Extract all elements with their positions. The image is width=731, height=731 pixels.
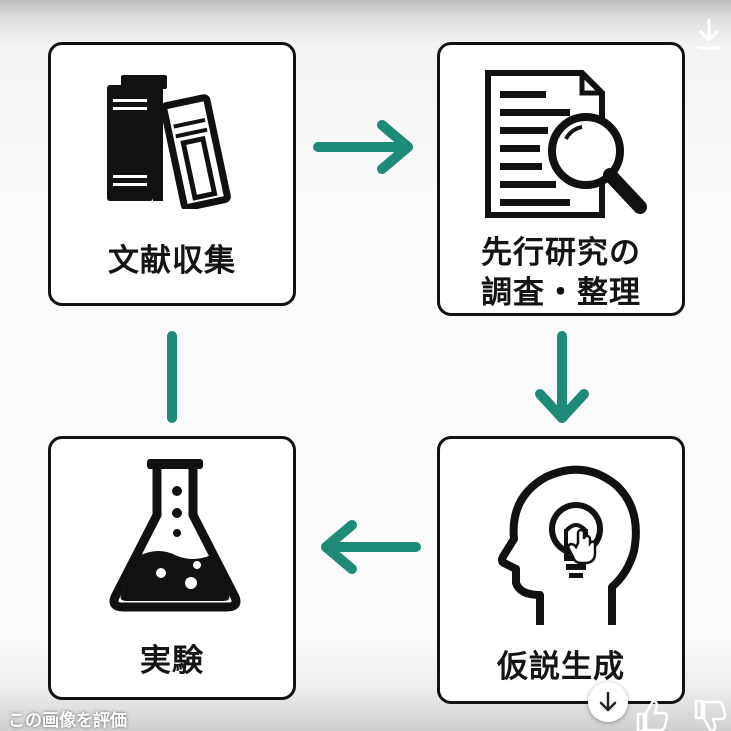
scroll-down-button[interactable]	[588, 682, 628, 722]
arrow-down-flow-icon	[535, 331, 589, 423]
arrow-right-icon	[313, 120, 413, 174]
books-icon	[107, 75, 231, 209]
step-card-prior-research-review: 先行研究の 調査・整理	[437, 42, 685, 316]
step-label-literature: 文献収集	[108, 243, 236, 279]
step-label-experiment: 実験	[140, 643, 204, 679]
arrow-left-icon	[321, 520, 421, 574]
connector-line-vertical	[167, 331, 177, 423]
step-label-hypothesis: 仮説生成	[497, 649, 625, 685]
step-card-literature-collection: 文献収集	[48, 42, 296, 306]
step-label-review-line2: 調査・整理	[481, 275, 641, 311]
thumbs-up-icon[interactable]	[634, 700, 668, 731]
flask-icon	[109, 459, 241, 612]
document-magnifier-icon	[485, 70, 647, 218]
rate-image-label[interactable]: この画像を評価	[8, 711, 127, 731]
step-card-hypothesis-generation: 仮説生成	[437, 436, 685, 704]
download-icon[interactable]	[695, 16, 723, 52]
step-label-review-line1: 先行研究の	[481, 235, 641, 271]
head-lightbulb-icon	[498, 465, 640, 625]
step-card-experiment: 実験	[48, 436, 296, 700]
thumbs-down-icon[interactable]	[692, 700, 726, 731]
arrow-down-icon	[599, 691, 617, 712]
